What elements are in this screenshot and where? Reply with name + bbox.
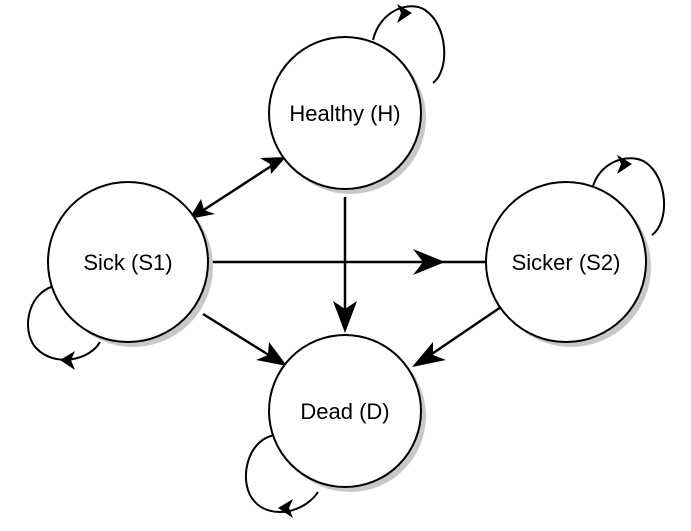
self-loop-healthy: [372, 4, 446, 84]
state-dead: Dead (D): [268, 334, 426, 492]
self-loop-sick: [27, 284, 101, 370]
self-loop-dead: [245, 434, 319, 518]
state-sick-label: Sick (S1): [83, 250, 172, 275]
self-loop-sicker: [591, 155, 665, 236]
state-sicker-label: Sicker (S2): [512, 250, 621, 275]
state-healthy-label: Healthy (H): [289, 101, 400, 126]
state-healthy: Healthy (H): [268, 36, 426, 194]
edge-sick-to-dead: [202, 312, 287, 366]
edge-healthy-sick: [189, 157, 286, 219]
edge-sick-to-sicker: [210, 249, 489, 275]
edge-sicker-to-dead: [412, 305, 502, 367]
state-sicker: Sicker (S2): [485, 181, 651, 347]
state-dead-label: Dead (D): [300, 399, 389, 424]
edge-healthy-to-dead: [333, 197, 357, 333]
state-sick: Sick (S1): [47, 181, 213, 347]
